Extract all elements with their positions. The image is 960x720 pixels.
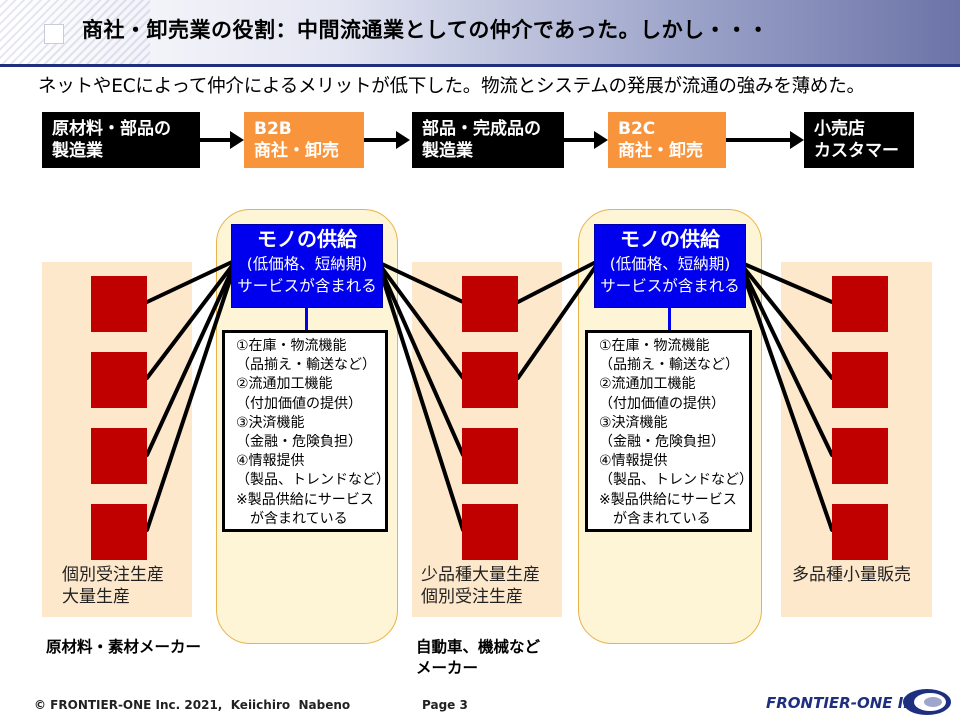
footer-copyright: © FRONTIER-ONE Inc. 2021, Keiichiro Nabe… [34,698,351,712]
company-block [91,276,147,332]
flow-arrow-1-line [200,138,232,142]
connector-b2b-4 [380,274,465,532]
left-column-label: 個別受注生産 大量生産 [62,565,164,607]
connector-mid-1 [516,260,598,304]
company-block [462,276,518,332]
supply-title: モノの供給 [620,227,720,251]
flow-arrow-2-icon [396,131,410,149]
header-divider [0,64,960,67]
connector-left-4 [145,272,234,532]
company-block [832,504,888,560]
page-title: 商社・卸売業の役割：中間流通業としての仲介であった。しかし・・・ [82,18,770,42]
supply-condition: (低価格、短納期) [246,255,368,273]
connector-b2c-1 [742,262,834,304]
flow-arrow-3-line [564,138,596,142]
flow-arrow-4-line [726,138,792,142]
connector-b2b-1 [380,262,465,304]
flow-box-retail-customer: 小売店 カスタマー [804,112,914,168]
company-block [832,276,888,332]
company-block [462,428,518,484]
middle-bottom-label: 自動車、機械など メーカー [416,638,541,677]
b2c-supply-header: モノの供給 (低価格、短納期) サービスが含まれる [594,224,746,308]
flow-arrow-4-icon [790,131,804,149]
company-block [91,352,147,408]
supply-service-note: サービスが含まれる [237,277,377,295]
b2b-function-list: ①在庫・物流機能 （品揃え・輸送など） ②流通加工機能 （付加価値の提供） ③決… [222,330,390,532]
connector-left-1 [145,260,234,304]
company-block [832,428,888,484]
b2c-function-list: ①在庫・物流機能 （品揃え・輸送など） ②流通加工機能 （付加価値の提供） ③決… [585,330,753,532]
connector-b2b-2 [380,266,465,380]
b2b-supply-connector [305,308,308,332]
b2b-supply-header: モノの供給 (低価格、短納期) サービスが含まれる [231,224,383,308]
flow-arrow-1-icon [230,131,244,149]
flow-arrow-2-line [364,138,398,142]
company-block [462,504,518,560]
flow-box-parts-product-maker: 部品・完成品の 製造業 [412,112,564,168]
connector-b2b-3 [380,270,465,457]
connector-mid-2 [516,264,598,380]
connector-left-3 [145,268,234,457]
brand-logo-icon [903,689,951,715]
middle-column-label: 少品種大量生産 個別受注生産 [421,565,540,607]
connector-b2c-3 [742,270,834,457]
supply-service-note: サービスが含まれる [600,277,740,295]
company-block [91,428,147,484]
connector-left-2 [145,264,234,380]
subtitle: ネットやECによって仲介によるメリットが低下した。物流とシステムの発展が流通の強… [38,76,865,97]
company-block [832,352,888,408]
connector-b2c-2 [742,266,834,380]
flow-box-raw-material-maker: 原材料・部品の 製造業 [42,112,200,168]
connector-b2c-4 [742,274,834,532]
header-stripe-pattern [0,0,150,64]
flow-box-b2c-wholesale: B2C 商社・卸売 [608,112,726,168]
flow-box-b2b-wholesale: B2B 商社・卸売 [244,112,364,168]
left-bottom-label: 原材料・素材メーカー [46,638,202,656]
footer-page-number: Page 3 [422,698,468,712]
header-band [0,0,960,64]
company-block [91,504,147,560]
title-bullet-icon [44,24,64,44]
supply-title: モノの供給 [257,227,357,251]
flow-arrow-3-icon [594,131,608,149]
footer-brand-name: FRONTIER-ONE Inc. [766,694,929,712]
b2c-supply-connector [668,308,671,332]
supply-condition: (低価格、短納期) [609,255,731,273]
right-column-label: 多品種小量販売 [792,565,911,585]
company-block [462,352,518,408]
